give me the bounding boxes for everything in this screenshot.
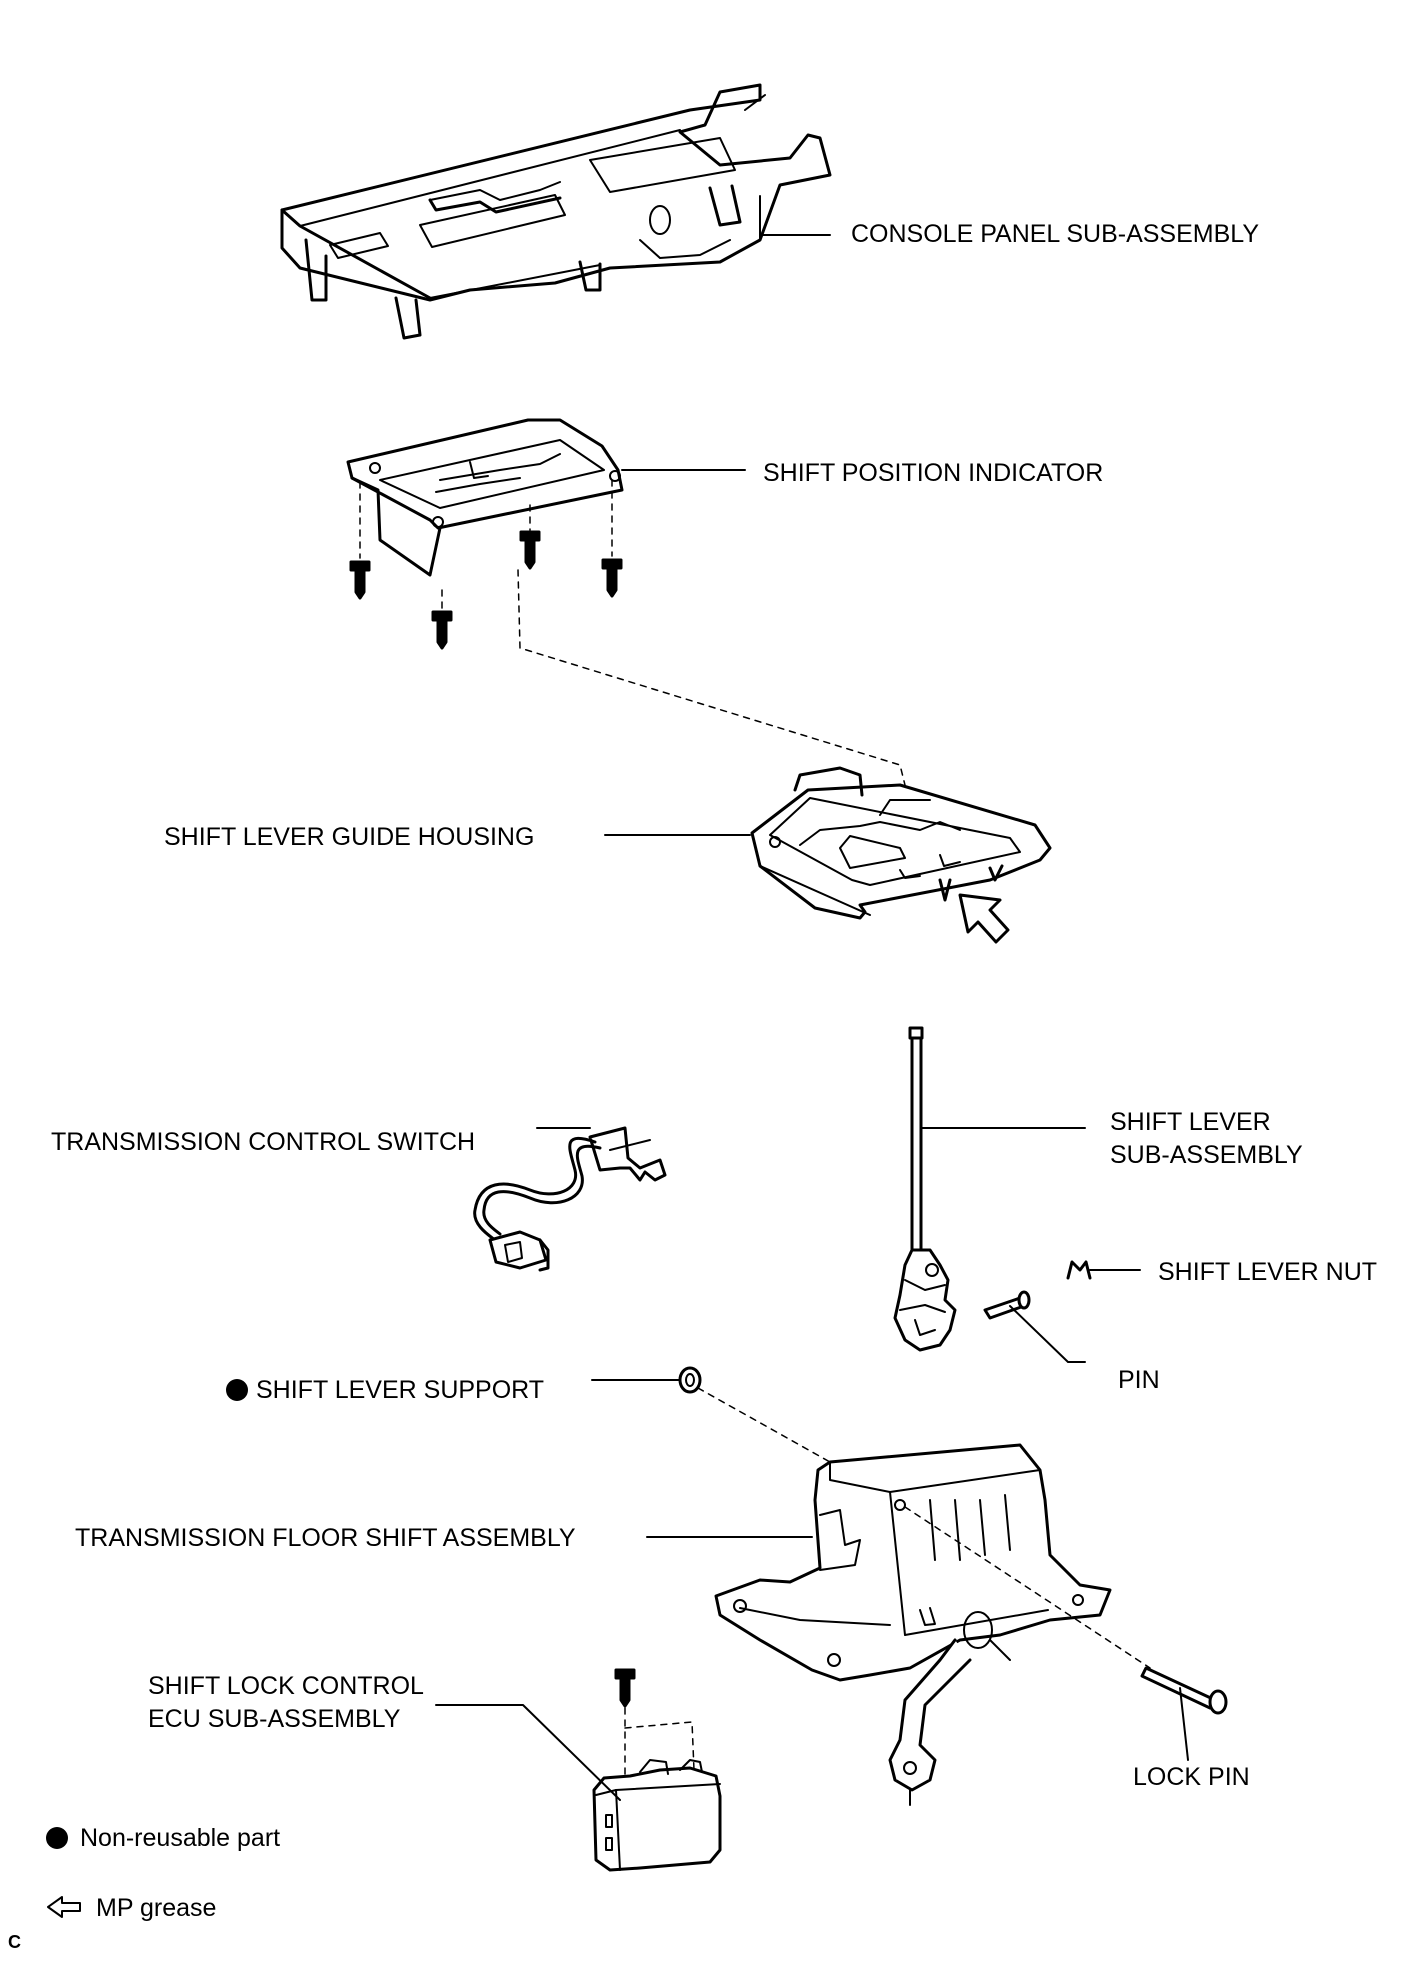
legend-mp-grease: MP grease bbox=[96, 1894, 217, 1922]
label-shift-lever-support: SHIFT LEVER SUPPORT bbox=[226, 1374, 544, 1407]
shift-lever-support-drawing bbox=[678, 1366, 702, 1394]
indicator-screws bbox=[349, 530, 623, 650]
label-pin: PIN bbox=[1118, 1366, 1160, 1394]
shift-lever-guide-housing-drawing bbox=[750, 766, 1052, 920]
label-lock-pin: LOCK PIN bbox=[1133, 1763, 1250, 1791]
mp-grease-arrow-icon bbox=[958, 893, 1010, 944]
legend-non-reusable: Non-reusable part bbox=[46, 1822, 280, 1855]
transmission-control-switch-drawing bbox=[473, 1126, 667, 1272]
console-panel-drawing bbox=[280, 83, 832, 340]
shift-lock-ecu-drawing bbox=[592, 1759, 722, 1872]
label-shift-lever-guide-housing: SHIFT LEVER GUIDE HOUSING bbox=[164, 823, 535, 851]
shift-lever-drawing bbox=[893, 1026, 957, 1352]
shift-position-indicator-drawing bbox=[346, 418, 624, 577]
label-transmission-control-switch: TRANSMISSION CONTROL SWITCH bbox=[51, 1128, 476, 1156]
lock-pin-drawing bbox=[1140, 1666, 1228, 1715]
shift-lever-nut-drawing bbox=[1066, 1260, 1092, 1280]
label-shift-lever-nut: SHIFT LEVER NUT bbox=[1158, 1258, 1378, 1286]
label-shift-position-indicator: SHIFT POSITION INDICATOR bbox=[763, 459, 1104, 487]
label-transmission-floor-shift-assembly: TRANSMISSION FLOOR SHIFT ASSEMBLY bbox=[75, 1524, 576, 1552]
filled-circle-icon bbox=[46, 1827, 68, 1849]
label-shift-lever-sub-assembly: SHIFT LEVER SUB-ASSEMBLY bbox=[1110, 1108, 1303, 1169]
label-console-panel: CONSOLE PANEL SUB-ASSEMBLY bbox=[851, 220, 1259, 248]
ecu-screw bbox=[614, 1668, 636, 1708]
label-shift-lock-control-ecu: SHIFT LOCK CONTROL ECU SUB-ASSEMBLY bbox=[148, 1672, 424, 1733]
non-reusable-icon bbox=[226, 1379, 248, 1401]
pin-drawing bbox=[983, 1290, 1031, 1320]
mp-grease-legend-icon bbox=[47, 1896, 81, 1918]
corner-mark: C bbox=[8, 1932, 21, 1952]
transmission-floor-shift-drawing bbox=[714, 1443, 1112, 1806]
